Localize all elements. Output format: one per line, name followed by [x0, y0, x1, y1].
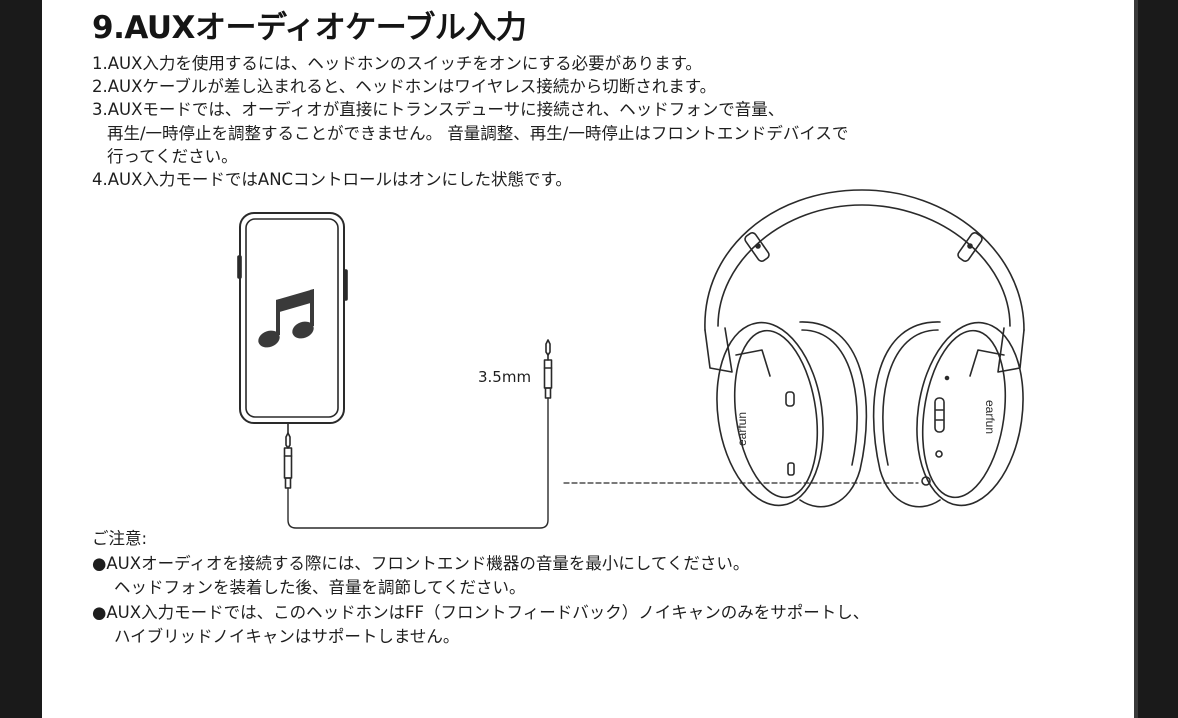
instruction-list: 1.AUX入力を使用するには、ヘッドホンのスイッチをオンにする必要があります。 …	[92, 52, 1092, 191]
page-edge	[1134, 0, 1138, 718]
caution-line-2: ●AUX入力モードでは、このヘッドホンはFF（フロントフィードバック）ノイキャン…	[92, 602, 870, 622]
instruction-step-1: 1.AUX入力を使用するには、ヘッドホンのスイッチをオンにする必要があります。	[92, 54, 702, 73]
music-note-icon	[258, 289, 314, 348]
instruction-step-3: 3.AUXモードでは、オーディオが直接にトランスデューサに接続され、ヘッドフォン…	[92, 100, 785, 120]
right-earcup	[872, 321, 1024, 508]
brand-mark-left: earfun	[735, 412, 749, 446]
section-title: 9.AUXオーディオケーブル入力	[92, 10, 527, 46]
aux-cable	[287, 397, 549, 529]
caution-notes: ご注意: ●AUXオーディオを接続する際には、フロントエンド機器の音量を最小にし…	[92, 527, 1092, 650]
instruction-step-3-continued-2: 行ってください。	[107, 146, 238, 166]
instruction-step-3-continued: 再生/一時停止を調整することができません。 音量調整、再生/一時停止はフロントエ…	[107, 123, 849, 143]
caution-line-1-continued: ヘッドフォンを装着した後、音量を調節してください。	[114, 578, 526, 597]
headphones-illustration	[704, 189, 1025, 508]
left-earcup	[716, 321, 868, 508]
cable-size-label: 3.5mm	[478, 368, 532, 386]
instruction-step-2: 2.AUXケーブルが差し込まれると、ヘッドホンはワイヤレス接続から切断されます。	[92, 77, 717, 97]
caution-line-1: ●AUXオーディオを接続する際には、フロントエンド機器の音量を最小にしてください…	[92, 553, 750, 573]
instruction-step-4: 4.AUX入力モードではANCコントロールはオンにした状態です。	[92, 170, 572, 190]
caution-line-2-continued: ハイブリッドノイキャンはサポートしません。	[114, 627, 460, 646]
aux-plug-phone	[283, 422, 293, 489]
caution-heading: ご注意:	[92, 529, 148, 548]
aux-plug-upper	[543, 339, 553, 399]
manual-page: 9.AUXオーディオケーブル入力 1.AUX入力を使用するには、ヘッドホンのスイ…	[42, 0, 1134, 718]
aux-connection-illustration: earfun earfun	[237, 189, 1025, 529]
brand-mark-right: earfun	[983, 400, 997, 434]
phone-illustration	[237, 212, 348, 424]
